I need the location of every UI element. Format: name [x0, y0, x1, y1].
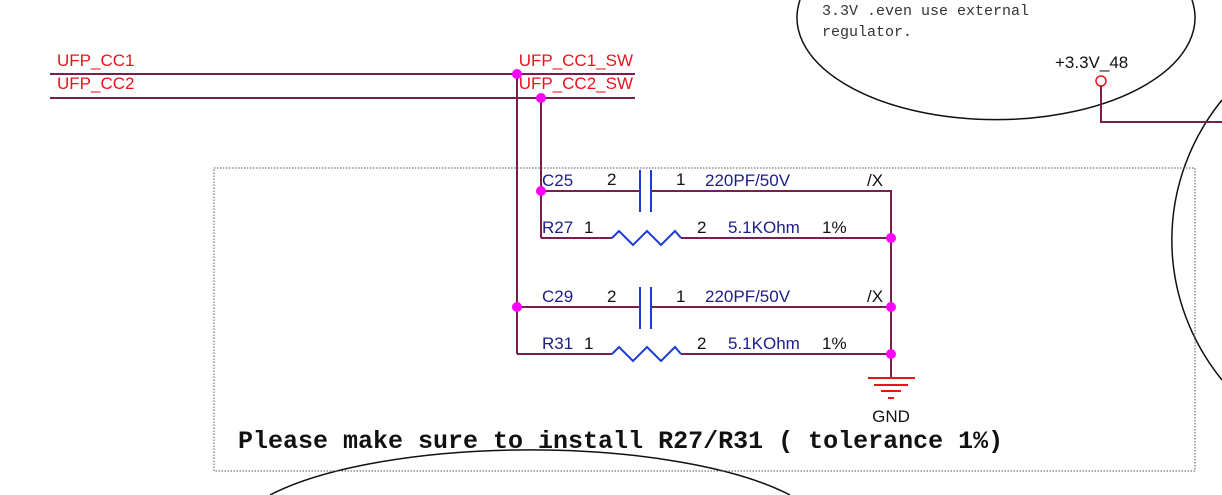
- component-group-box: [213, 167, 1196, 472]
- resistor-r27-icon: [611, 229, 682, 247]
- ground-label: GND: [872, 407, 910, 426]
- svg-text:2: 2: [697, 218, 706, 237]
- note-line-2: regulator.: [822, 24, 912, 41]
- resistor-r31-icon: [611, 345, 682, 363]
- svg-text:5.1KOhm: 5.1KOhm: [728, 334, 800, 353]
- svg-text:2: 2: [607, 170, 616, 189]
- install-note: Please make sure to install R27/R31 ( to…: [238, 427, 1003, 456]
- note-ellipse-bottom: [269, 449, 791, 495]
- c25-right-wire: [651, 190, 892, 378]
- capacitor-c25-icon: [639, 170, 652, 212]
- note-ellipse-top: [796, 0, 1196, 121]
- c29-labels: C29 2 1 220PF/50V /X: [542, 287, 883, 306]
- svg-text:R31: R31: [542, 334, 573, 353]
- r27-labels: R27 1 2 5.1KOhm 1%: [542, 218, 847, 237]
- svg-text:R27: R27: [542, 218, 573, 237]
- svg-text:1: 1: [584, 218, 593, 237]
- note-ellipse-right: [1171, 99, 1222, 381]
- net-label-cc2: UFP_CC2: [57, 74, 134, 93]
- power-port-icon: [1095, 75, 1107, 87]
- svg-text:220PF/50V: 220PF/50V: [705, 171, 791, 190]
- svg-text:5.1KOhm: 5.1KOhm: [728, 218, 800, 237]
- svg-text:1: 1: [676, 287, 685, 306]
- svg-text:220PF/50V: 220PF/50V: [705, 287, 791, 306]
- ground-icon: [868, 377, 915, 399]
- power-wire: [1100, 86, 1222, 123]
- svg-text:1%: 1%: [822, 334, 847, 353]
- svg-text:/X: /X: [867, 171, 883, 190]
- r31-labels: R31 1 2 5.1KOhm 1%: [542, 334, 847, 353]
- svg-text:1: 1: [584, 334, 593, 353]
- svg-text:C25: C25: [542, 171, 573, 190]
- svg-text:C29: C29: [542, 287, 573, 306]
- note-line-1: 3.3V .even use external: [822, 3, 1029, 20]
- c25-labels: C25 2 1 220PF/50V /X: [542, 170, 883, 190]
- net-label-cc2-sw: UFP_CC2_SW: [519, 74, 633, 93]
- svg-text:2: 2: [697, 334, 706, 353]
- power-net-label: +3.3V_48: [1055, 53, 1128, 72]
- svg-text:2: 2: [607, 287, 616, 306]
- net-label-cc1-sw: UFP_CC1_SW: [519, 51, 633, 70]
- svg-text:1: 1: [676, 170, 685, 189]
- capacitor-c29-icon: [639, 287, 652, 329]
- junction-dots: [512, 69, 896, 359]
- svg-text:/X: /X: [867, 287, 883, 306]
- net-label-cc1: UFP_CC1: [57, 51, 134, 70]
- svg-text:1%: 1%: [822, 218, 847, 237]
